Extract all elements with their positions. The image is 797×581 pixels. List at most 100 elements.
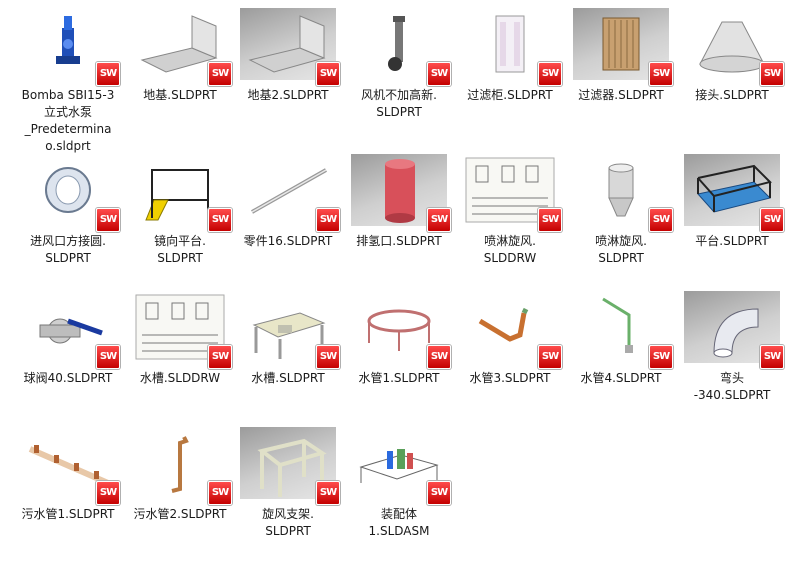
assembly-icon	[359, 449, 439, 483]
file-thumbnail: SW	[240, 291, 340, 369]
cone-joint-icon	[699, 21, 765, 73]
file-thumbnail: SW	[462, 291, 562, 369]
file-name-line: 过滤器.SLDPRT	[578, 88, 664, 102]
sewage-pipe-icon	[28, 445, 110, 486]
file-name-line: 水管1.SLDPRT	[358, 371, 440, 385]
file-name-line: 地基2.SLDPRT	[247, 88, 329, 102]
file-thumbnail: SW	[20, 8, 120, 86]
file-name-label: 零件16.SLDPRT	[234, 233, 342, 250]
platform-icon	[697, 164, 772, 213]
file-name-line: 喷淋旋风.	[484, 234, 536, 248]
file-name-line: 水槽.SLDDRW	[139, 371, 221, 385]
pipe-green-icon	[602, 297, 633, 353]
file-name-line: 过滤柜.SLDPRT	[467, 88, 553, 102]
file-name-label: 接头.SLDPRT	[678, 87, 786, 104]
file-name-label: 球阀40.SLDPRT	[14, 370, 122, 387]
solidworks-badge-icon: SW	[316, 208, 340, 232]
file-name-line: 水管3.SLDPRT	[469, 371, 551, 385]
base-plate-icon	[248, 15, 326, 73]
ring-pipe-icon	[367, 309, 431, 351]
file-name-label: 过滤器.SLDPRT	[567, 87, 675, 104]
file-name-label: 喷淋旋风. SLDDRW	[456, 233, 564, 267]
file-name-line: SLDPRT	[45, 251, 91, 265]
solidworks-badge-icon: SW	[538, 345, 562, 369]
file-name-label: 水管3.SLDPRT	[456, 370, 564, 387]
file-thumbnail: SW	[351, 291, 451, 369]
solidworks-badge-icon: SW	[316, 481, 340, 505]
file-name-label: 污水管1.SLDPRT	[14, 506, 122, 523]
file-thumbnail: SW	[20, 291, 120, 369]
solidworks-badge-icon: SW	[760, 62, 784, 86]
fan-icon	[388, 16, 405, 71]
file-thumbnail: SW	[684, 291, 784, 369]
file-name-line: SLDPRT	[157, 251, 203, 265]
file-name-line: 排氢口.SLDPRT	[356, 234, 442, 248]
file-name-line: 零件16.SLDPRT	[243, 234, 333, 248]
file-name-line: 1.SLDASM	[368, 524, 430, 538]
file-name-line: SLDPRT	[376, 105, 422, 119]
file-name-label: 污水管2.SLDPRT	[126, 506, 234, 523]
solidworks-badge-icon: SW	[96, 345, 120, 369]
file-name-line: 立式水泵	[43, 105, 92, 119]
file-thumbnail: SW	[240, 427, 340, 505]
file-name-line: 水管4.SLDPRT	[580, 371, 662, 385]
file-name-line: -340.SLDPRT	[693, 388, 771, 402]
solidworks-badge-icon: SW	[208, 481, 232, 505]
tank-icon	[252, 312, 326, 359]
file-thumbnail: SW	[132, 154, 232, 232]
file-thumbnail: SW	[573, 8, 673, 86]
solidworks-badge-icon: SW	[316, 62, 340, 86]
file-name-line: 弯头	[719, 371, 744, 385]
file-name-label: 水管1.SLDPRT	[345, 370, 453, 387]
elbow-icon	[713, 308, 759, 358]
solidworks-badge-icon: SW	[760, 208, 784, 232]
file-name-line: SLDPRT	[598, 251, 644, 265]
filter-icon	[602, 17, 640, 71]
file-name-line: 进风口方接圆.	[30, 234, 106, 248]
file-name-label: 水管4.SLDPRT	[567, 370, 675, 387]
solidworks-badge-icon: SW	[760, 345, 784, 369]
file-name-line: _Predetermina	[24, 122, 112, 136]
file-thumbnail: SW	[573, 291, 673, 369]
rod-icon	[251, 168, 327, 214]
solidworks-badge-icon: SW	[427, 208, 451, 232]
pipe-bend-icon	[478, 307, 529, 342]
file-name-line: 污水管1.SLDPRT	[21, 507, 115, 521]
solidworks-badge-icon: SW	[316, 345, 340, 369]
file-name-label: 地基.SLDPRT	[126, 87, 234, 104]
file-thumbnail: SW	[462, 8, 562, 86]
file-thumbnail: SW	[20, 154, 120, 232]
file-name-line: 风机不加高新.	[361, 88, 437, 102]
file-name-line: SLDDRW	[483, 251, 537, 265]
file-name-line: 平台.SLDPRT	[695, 234, 769, 248]
file-name-label: 风机不加高新. SLDPRT	[345, 87, 453, 121]
file-name-label: 喷淋旋风.SLDPRT	[567, 233, 675, 267]
solidworks-badge-icon: SW	[208, 208, 232, 232]
solidworks-badge-icon: SW	[427, 345, 451, 369]
file-name-line: Bomba SBI15-3	[21, 88, 115, 102]
file-thumbnail: SW	[684, 154, 784, 232]
solidworks-badge-icon: SW	[427, 62, 451, 86]
file-name-line: 球阀40.SLDPRT	[23, 371, 113, 385]
file-thumbnail: SW	[573, 154, 673, 232]
solidworks-badge-icon: SW	[538, 208, 562, 232]
file-thumbnail: SW	[240, 8, 340, 86]
file-name-line: 地基.SLDPRT	[143, 88, 217, 102]
file-thumbnail: SW	[351, 8, 451, 86]
solidworks-badge-icon: SW	[427, 481, 451, 505]
file-thumbnail: SW	[684, 8, 784, 86]
inlet-icon	[45, 167, 91, 213]
file-thumbnail: SW	[351, 427, 451, 505]
solidworks-badge-icon: SW	[649, 62, 673, 86]
solidworks-badge-icon: SW	[208, 345, 232, 369]
solidworks-badge-icon: SW	[649, 345, 673, 369]
file-name-label: 平台.SLDPRT	[678, 233, 786, 250]
file-name-line: o.sldprt	[45, 139, 91, 153]
file-name-line: 装配体	[380, 507, 417, 521]
file-thumbnail: SW	[132, 427, 232, 505]
file-name-label: 过滤柜.SLDPRT	[456, 87, 564, 104]
cylinder-icon	[385, 159, 415, 223]
file-name-label: 旋风支架.SLDPRT	[234, 506, 342, 540]
file-name-label: Bomba SBI15-3 立式水泵 _Predetermina o.sldprt	[14, 87, 122, 155]
